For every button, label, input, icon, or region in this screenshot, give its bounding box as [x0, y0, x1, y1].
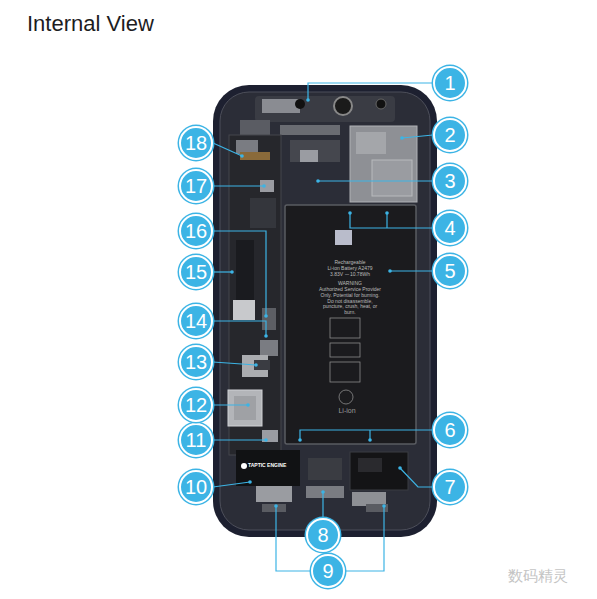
- callout-circle: 2: [433, 118, 467, 152]
- part-label: Rechargeable: [305, 260, 395, 266]
- callout-number: 1: [444, 73, 455, 93]
- callout-circle: 8: [306, 518, 340, 552]
- callout-circle: 17: [179, 169, 213, 203]
- callout-number: 17: [185, 176, 207, 196]
- callout-number: 8: [317, 525, 328, 545]
- callout-number: 10: [185, 477, 207, 497]
- callout-circle: 5: [433, 254, 467, 288]
- callout-circle: 11: [179, 423, 213, 457]
- callout-circle: 12: [179, 388, 213, 422]
- callout-circle: 14: [179, 304, 213, 338]
- part-label: Li-ion Battery A2479: [305, 266, 395, 272]
- part-label: Li-ion: [325, 407, 369, 415]
- callout-number: 12: [185, 395, 207, 415]
- callout-number: 3: [444, 171, 455, 191]
- callout-number: 5: [444, 261, 455, 281]
- part-label: TAPTIC ENGINE: [248, 463, 298, 469]
- callout-circle: 16: [179, 214, 213, 248]
- callout-number: 9: [322, 561, 333, 581]
- callout-number: 7: [444, 477, 455, 497]
- callout-number: 6: [444, 420, 455, 440]
- callout-number: 15: [185, 262, 207, 282]
- part-label: 3.83V ⎓ 10.78Wh: [305, 272, 395, 278]
- part-label: WARNING: [305, 281, 395, 287]
- callout-circle: 13: [179, 345, 213, 379]
- callout-circle: 3: [433, 164, 467, 198]
- callout-number: 4: [444, 218, 455, 238]
- callout-number: 16: [185, 221, 207, 241]
- title: Internal View: [27, 11, 154, 37]
- callout-circle: 15: [179, 255, 213, 289]
- watermark: 数码精灵: [508, 568, 588, 585]
- part-label: Authorized Service Provider Only. Potent…: [318, 287, 382, 316]
- callout-circle: 7: [433, 470, 467, 504]
- callout-circle: 4: [433, 211, 467, 245]
- callout-circle: 1: [433, 66, 467, 100]
- callout-number: 18: [185, 133, 207, 153]
- callout-circle: 18: [179, 126, 213, 160]
- callout-circle: 10: [179, 470, 213, 504]
- callout-circle: 6: [433, 413, 467, 447]
- callout-number: 11: [186, 430, 207, 450]
- callout-number: 13: [185, 352, 207, 372]
- callout-number: 2: [444, 125, 455, 145]
- callout-number: 14: [185, 311, 207, 331]
- callout-circle: 9: [311, 554, 345, 588]
